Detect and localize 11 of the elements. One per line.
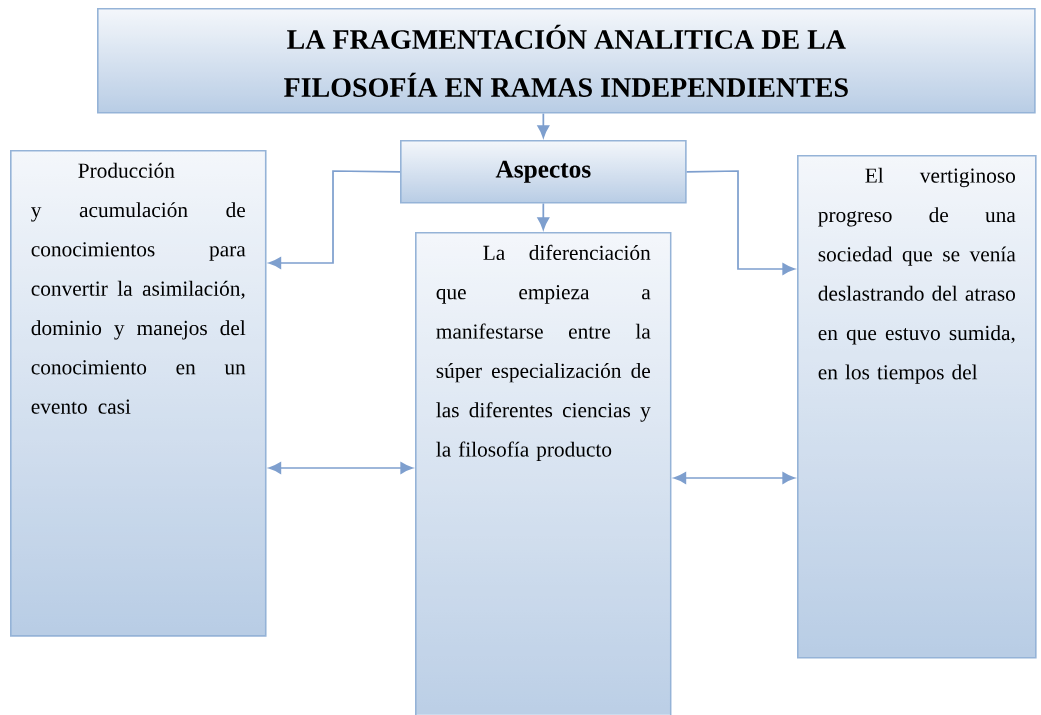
arrow [685,170,795,275]
text-box: La diferenciación que empieza a manifestarse entre la súper especialización de las diferentes ciencias y la filosofía producto [415,232,672,715]
text-box: El vertiginoso progreso de una sociedad que se venía deslastrando del atraso en que estuvo sumida, en los tiempos del [797,155,1037,659]
arrow [268,170,401,269]
arrow [268,462,413,474]
arrow [537,112,550,138]
heading-box: Aspectos [400,140,687,204]
text-box: Producción y acumulación de conocimientos para convertir la asimilación, dominio y manejos del conocimiento en un evento casi [10,150,267,637]
title-box: LA FRAGMENTACIÓN ANALITICA DE LA FILOSOFÍA EN RAMAS INDEPENDIENTES [97,8,1036,114]
arrow [537,202,550,230]
arrow [673,472,795,484]
